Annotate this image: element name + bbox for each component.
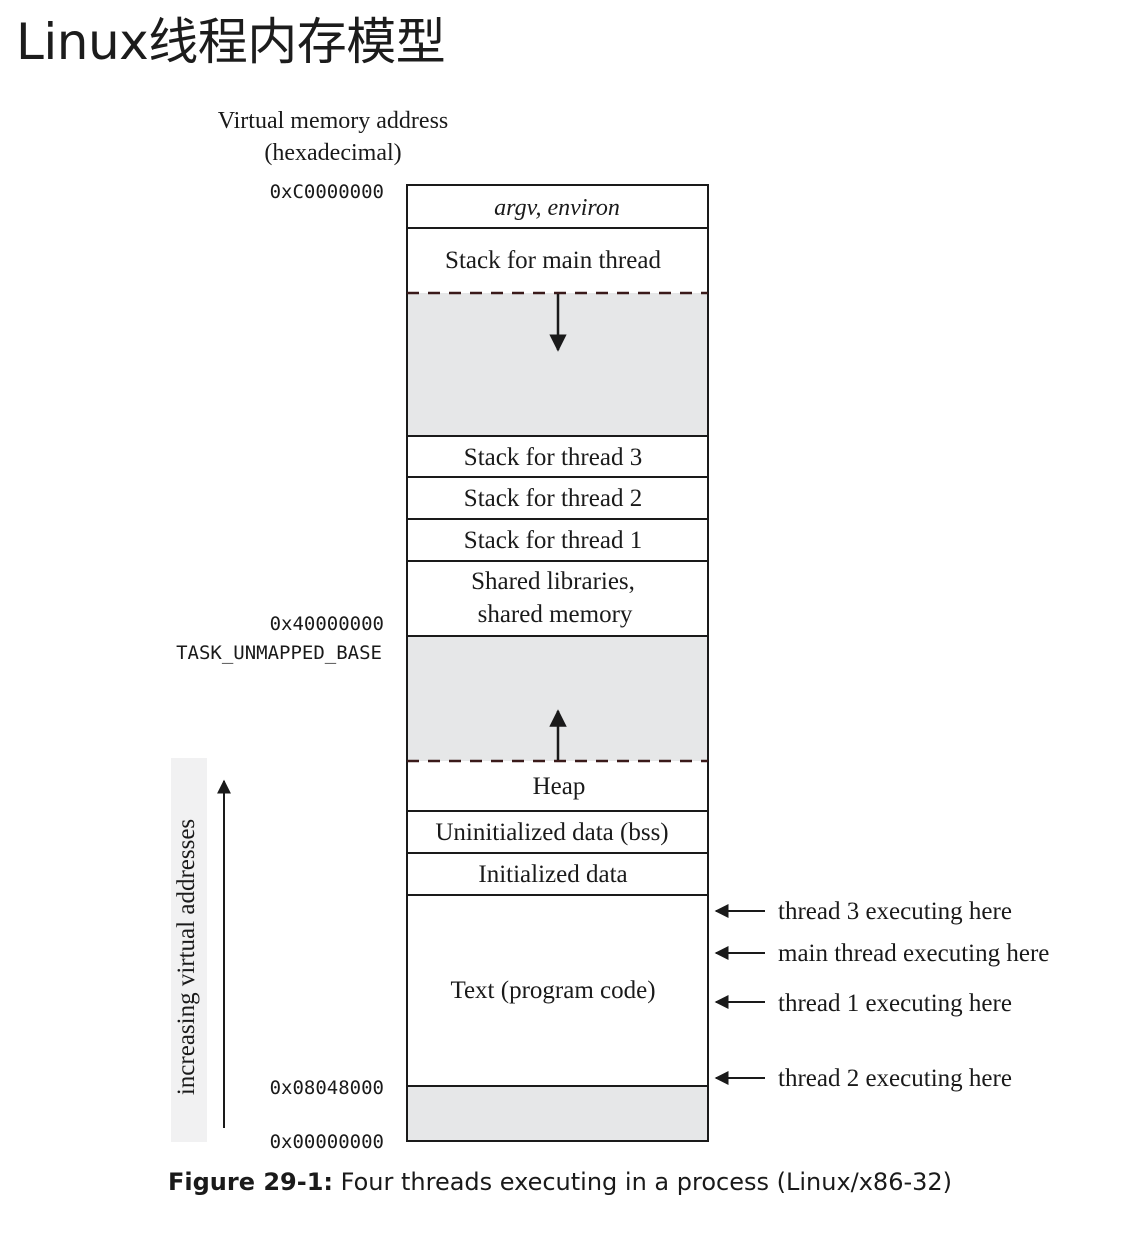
unmapped-region-low bbox=[407, 1086, 708, 1141]
memory-column bbox=[406, 184, 709, 1142]
address-header-line2: (hexadecimal) bbox=[264, 140, 401, 166]
thread3-executing-label: thread 3 executing here bbox=[778, 898, 1012, 925]
address-top: 0xC0000000 bbox=[270, 181, 384, 203]
segment-shared-line1: Shared libraries, bbox=[471, 568, 635, 595]
address-mmap-base-name: TASK_UNMAPPED_BASE bbox=[176, 642, 382, 664]
segment-main-stack: Stack for main thread bbox=[445, 247, 661, 274]
figure-caption-label: Figure 29-1: bbox=[168, 1168, 334, 1196]
segment-shared-line2: shared memory bbox=[478, 601, 633, 628]
thread2-executing-label: thread 2 executing here bbox=[778, 1065, 1012, 1092]
address-text-start: 0x08048000 bbox=[270, 1077, 384, 1099]
axis-label-strip bbox=[171, 758, 207, 1142]
page-title: Linux线程内存模型 bbox=[16, 13, 446, 71]
segment-boundaries bbox=[407, 227, 708, 1087]
axis-label: increasing virtual addresses bbox=[173, 819, 200, 1095]
address-bottom: 0x00000000 bbox=[270, 1131, 384, 1153]
segment-bss: Uninitialized data (bss) bbox=[435, 819, 668, 846]
figure-caption: Figure 29-1: Four threads executing in a… bbox=[168, 1168, 952, 1196]
segment-argv: argv, environ bbox=[494, 195, 620, 221]
address-header-line1: Virtual memory address bbox=[218, 108, 449, 134]
address-mmap-base: 0x40000000 bbox=[270, 613, 384, 635]
segment-text: Text (program code) bbox=[450, 977, 655, 1004]
segment-thread1-stack: Stack for thread 1 bbox=[464, 527, 642, 554]
segment-thread3-stack: Stack for thread 3 bbox=[464, 444, 642, 471]
segment-heap: Heap bbox=[533, 773, 586, 800]
figure-caption-text: Four threads executing in a process (Lin… bbox=[333, 1168, 953, 1196]
segment-thread2-stack: Stack for thread 2 bbox=[464, 485, 642, 512]
thread1-executing-label: thread 1 executing here bbox=[778, 990, 1012, 1017]
segment-initialized-data: Initialized data bbox=[478, 861, 627, 888]
main-thread-executing-label: main thread executing here bbox=[778, 940, 1049, 967]
